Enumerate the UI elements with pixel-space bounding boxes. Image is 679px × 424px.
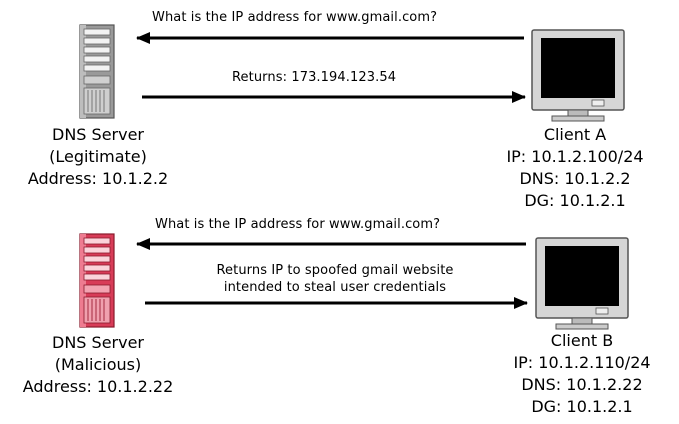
legit-server-name: DNS Server <box>52 125 144 144</box>
bottom-query-text: What is the IP address for www.gmail.com… <box>155 217 441 232</box>
client-b-name: Client B <box>550 331 614 350</box>
malicious-server-name: DNS Server <box>52 333 144 352</box>
client-b-label: Client B IP: 10.1.2.110/24 DNS: 10.1.2.2… <box>492 330 672 418</box>
client-b-dg: DG: 10.1.2.1 <box>531 397 633 416</box>
client-a-ip: IP: 10.1.2.100/24 <box>506 147 644 166</box>
client-b-monitor-icon <box>535 237 629 330</box>
malicious-server-icon <box>79 233 115 328</box>
bottom-reply-text: Returns IP to spoofed gmail website inte… <box>180 262 490 296</box>
top-query-text: What is the IP address for www.gmail.com… <box>152 10 438 25</box>
bottom-reply-line-2: intended to steal user credentials <box>223 280 447 295</box>
client-a-dg: DG: 10.1.2.1 <box>524 191 626 210</box>
legit-server-label: DNS Server (Legitimate) Address: 10.1.2.… <box>8 124 188 190</box>
top-reply-text: Returns: 173.194.123.54 <box>232 70 397 85</box>
legit-server-kind: (Legitimate) <box>49 147 147 166</box>
malicious-server-label: DNS Server (Malicious) Address: 10.1.2.2… <box>8 332 188 398</box>
malicious-server-address: Address: 10.1.2.22 <box>22 377 174 396</box>
legit-server-icon <box>79 24 115 119</box>
client-a-dns: DNS: 10.1.2.2 <box>519 169 631 188</box>
client-a-label: Client A IP: 10.1.2.100/24 DNS: 10.1.2.2… <box>490 124 660 212</box>
legit-server-address: Address: 10.1.2.2 <box>27 169 169 188</box>
malicious-server-kind: (Malicious) <box>54 355 142 374</box>
client-a-monitor-icon <box>531 29 625 122</box>
client-b-dns: DNS: 10.1.2.22 <box>521 375 643 394</box>
bottom-reply-line-1: Returns IP to spoofed gmail website <box>216 263 454 278</box>
client-a-name: Client A <box>543 125 607 144</box>
client-b-ip: IP: 10.1.2.110/24 <box>513 353 651 372</box>
